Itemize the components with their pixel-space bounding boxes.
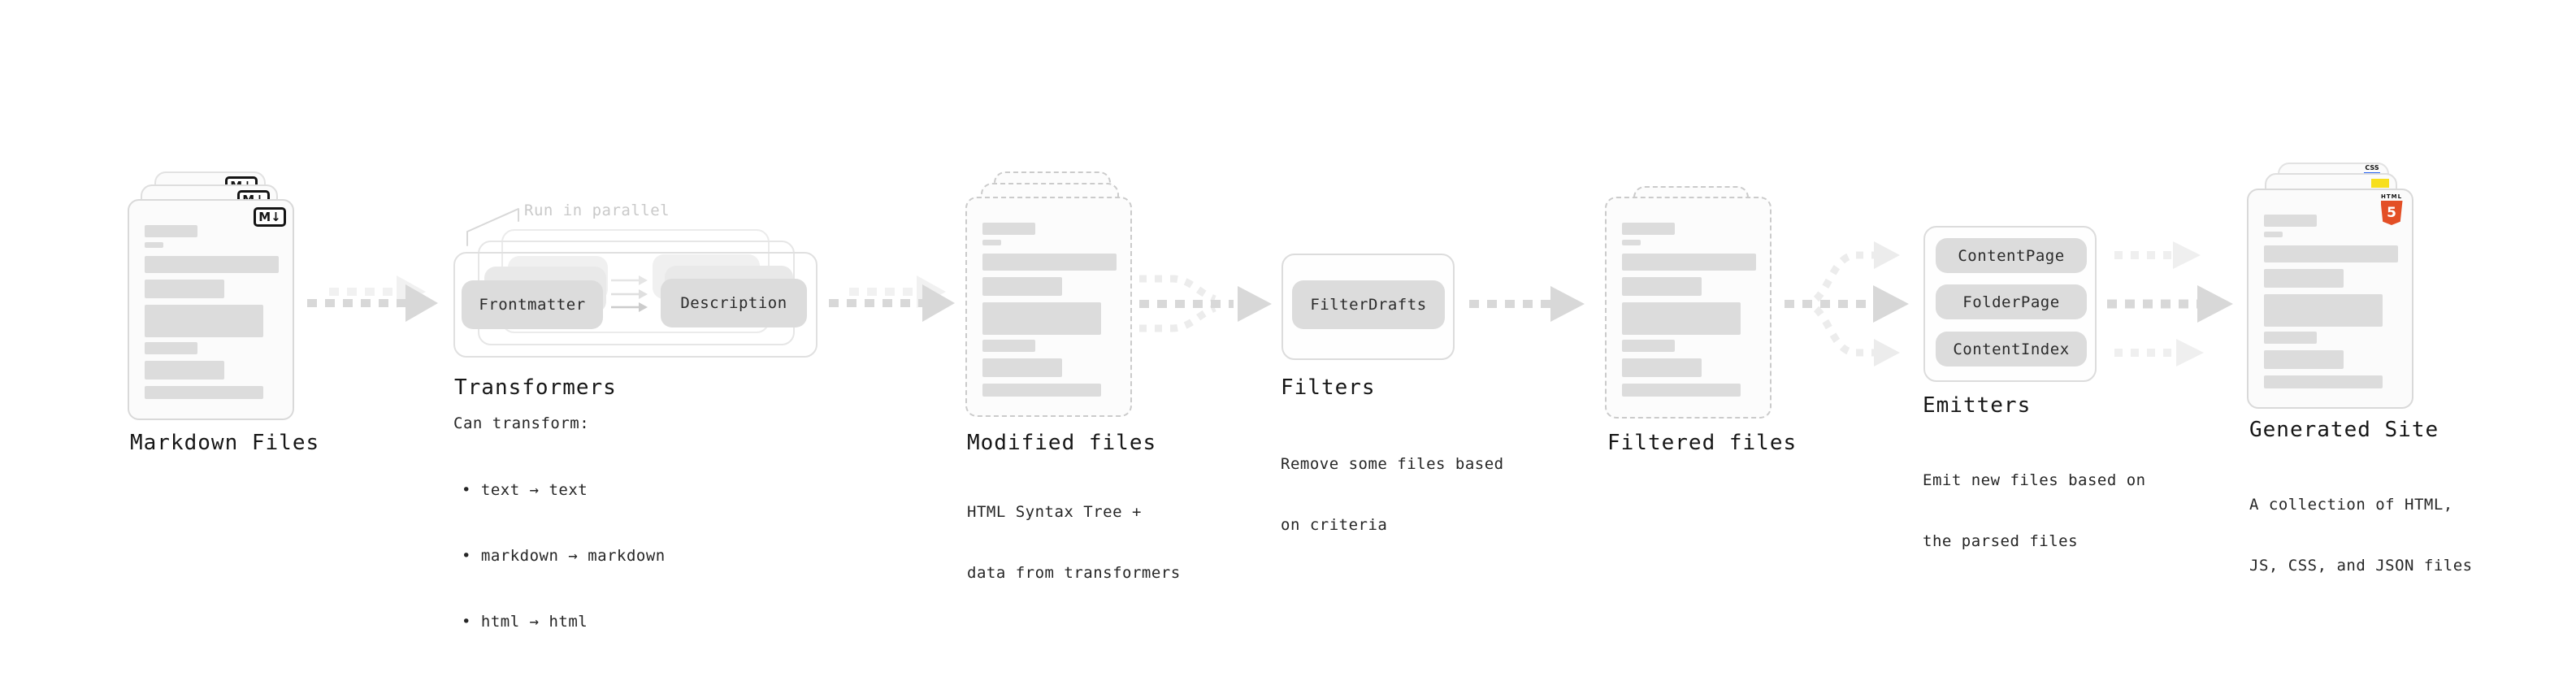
filters-desc-line2: on criteria — [1281, 516, 1388, 534]
content-placeholder-bar — [982, 254, 1117, 271]
arrow-filtered-to-emitters — [1785, 241, 1909, 367]
filters-label: Filters — [1281, 375, 1376, 400]
modified-desc-line1: HTML Syntax Tree + — [967, 503, 1142, 521]
run-in-parallel-callout-line — [466, 208, 519, 246]
transformers-label: Transformers — [454, 375, 617, 400]
html5-icon: HTML 5 — [2379, 193, 2404, 226]
content-placeholder-bar — [2264, 269, 2344, 288]
content-placeholder-bar — [2264, 215, 2317, 227]
content-placeholder-bar — [1622, 254, 1756, 271]
generated-desc-line1: A collection of HTML, — [2249, 496, 2453, 514]
transformer-card-front — [453, 252, 817, 358]
run-in-parallel-annotation: Run in parallel — [524, 202, 670, 219]
content-placeholder-bar — [1622, 302, 1741, 335]
generated-file-card-front: HTML 5 — [2247, 189, 2413, 409]
modified-desc-line2: data from transformers — [967, 564, 1181, 582]
content-placeholder-bar — [2264, 294, 2383, 327]
folderpage-pill: FolderPage — [1936, 284, 2087, 319]
arrow-frontmatter-to-description — [611, 275, 648, 312]
description-pill: Description — [661, 279, 807, 327]
modified-file-card-front — [965, 197, 1132, 417]
emitters-desc: Emit new files based on the parsed files — [1923, 430, 2146, 592]
filters-desc-line1: Remove some files based — [1281, 455, 1504, 473]
content-placeholder-bar — [982, 384, 1101, 397]
filters-desc: Remove some files based on criteria — [1281, 414, 1504, 576]
transformers-desc-title: Can transform: — [453, 414, 590, 432]
content-placeholder-bar — [2264, 350, 2344, 369]
markdown-files-label: Markdown Files — [130, 431, 320, 455]
contentpage-pill: ContentPage — [1936, 238, 2087, 273]
arrow-modified-to-filters — [1139, 275, 1272, 332]
content-placeholder-bar — [145, 386, 263, 399]
content-placeholder-bar — [982, 240, 1001, 245]
content-placeholder-bar — [145, 225, 197, 237]
content-placeholder-bar — [982, 223, 1035, 235]
arrow-markdown-to-transformers — [307, 275, 438, 322]
content-placeholder-bar — [982, 277, 1062, 296]
js-icon — [2371, 179, 2389, 188]
modified-files-label: Modified files — [967, 431, 1157, 455]
content-placeholder-bar — [1622, 277, 1702, 296]
content-placeholder-bar — [2264, 332, 2317, 344]
arrow-transformers-to-modified — [829, 275, 955, 322]
transform-bullet: • text → text — [462, 481, 588, 499]
content-placeholder-bar — [982, 340, 1035, 352]
emitters-label: Emitters — [1923, 393, 2032, 418]
content-placeholder-bar — [982, 302, 1101, 335]
arrow-filters-to-filtered — [1469, 286, 1585, 322]
emitters-desc-line2: the parsed files — [1923, 532, 2079, 550]
content-placeholder-bar — [1622, 384, 1741, 397]
arrow-emitters-to-generated — [2107, 241, 2233, 367]
generated-desc-line2: JS, CSS, and JSON files — [2249, 557, 2473, 575]
content-placeholder-bar — [145, 280, 224, 298]
content-placeholder-bar — [1622, 240, 1641, 245]
content-placeholder-bar — [2264, 375, 2383, 388]
content-placeholder-bar — [145, 242, 163, 248]
content-placeholder-bar — [2264, 232, 2283, 237]
contentindex-pill: ContentIndex — [1936, 332, 2087, 367]
frontmatter-pill: Frontmatter — [462, 280, 603, 329]
content-placeholder-bar — [145, 361, 224, 380]
filtered-file-card-front — [1605, 197, 1772, 419]
content-placeholder-bar — [1622, 223, 1675, 235]
content-placeholder-bar — [1622, 358, 1702, 377]
content-placeholder-bar — [1622, 340, 1675, 352]
filtered-files-label: Filtered files — [1607, 431, 1798, 455]
content-placeholder-bar — [982, 358, 1062, 377]
content-placeholder-bar — [145, 342, 197, 354]
content-placeholder-bar — [2264, 245, 2398, 262]
transformers-bullet-list: • text → text • markdown → markdown • ht… — [462, 436, 666, 677]
content-placeholder-bar — [145, 256, 279, 273]
markdown-file-card-front: M↓ — [128, 199, 294, 420]
transform-bullet: • html → html — [462, 613, 588, 631]
generated-site-desc: A collection of HTML, JS, CSS, and JSON … — [2249, 454, 2473, 617]
markdown-icon: M↓ — [254, 207, 286, 227]
modified-files-desc: HTML Syntax Tree + data from transformer… — [967, 462, 1181, 624]
transform-bullet: • markdown → markdown — [462, 547, 666, 565]
generated-site-label: Generated Site — [2249, 418, 2439, 442]
content-placeholder-bar — [145, 305, 263, 337]
emitters-desc-line1: Emit new files based on — [1923, 471, 2146, 489]
filterdrafts-pill: FilterDrafts — [1292, 280, 1445, 329]
